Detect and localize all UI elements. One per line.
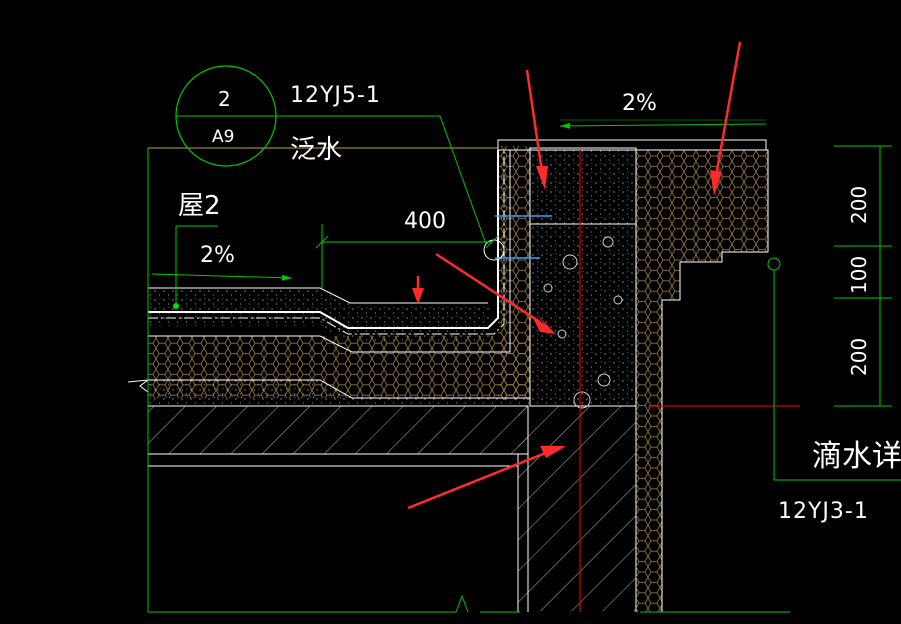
dimension-200-bottom: 200 bbox=[847, 338, 871, 376]
drip-reference: 12YJ3-1 bbox=[778, 499, 869, 524]
drip-callout: 滴水详 12YJ3-1 bbox=[767, 257, 901, 524]
dimension-chain-right: 200 100 200 bbox=[834, 145, 892, 407]
detail-number: 2 bbox=[218, 87, 231, 111]
roof-screed bbox=[127, 150, 530, 406]
roof-label: 屋2 bbox=[178, 191, 221, 221]
insulation-layers bbox=[148, 146, 769, 612]
dimension-400-label: 400 bbox=[404, 209, 446, 234]
wall-outline bbox=[147, 147, 790, 613]
slope-roof: 2% bbox=[151, 243, 293, 281]
roof-callout bbox=[173, 225, 218, 309]
detail-bubble: 2 A9 bbox=[175, 65, 487, 245]
slope-roof-label: 2% bbox=[200, 243, 235, 268]
roof-slab bbox=[147, 405, 637, 612]
parapet-concrete bbox=[497, 139, 767, 409]
flashing-label: 泛水 bbox=[290, 135, 342, 165]
slope-parapet-label: 2% bbox=[622, 91, 657, 116]
drip-label: 滴水详 bbox=[812, 439, 901, 474]
slope-parapet: 2% bbox=[559, 91, 767, 129]
dimension-400: 400 bbox=[315, 209, 499, 288]
detail-sheet: A9 bbox=[212, 127, 234, 147]
annotation-arrows bbox=[407, 41, 742, 510]
dimension-100: 100 bbox=[847, 256, 871, 294]
reference-standard: 12YJ5-1 bbox=[290, 83, 381, 108]
dimension-200-top: 200 bbox=[847, 186, 871, 224]
